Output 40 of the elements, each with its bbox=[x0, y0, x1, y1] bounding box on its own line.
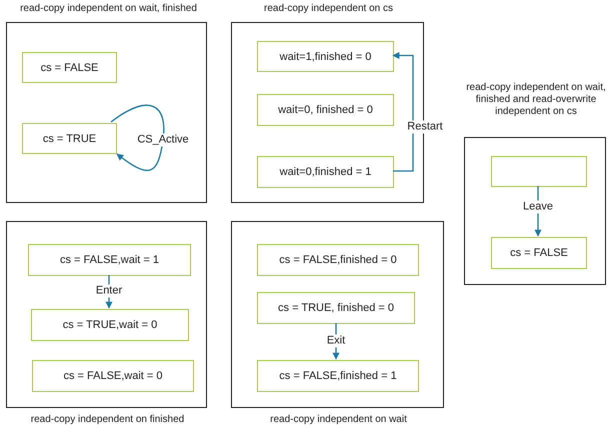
state-label: cs = TRUE, finished = 0 bbox=[278, 302, 394, 314]
state-label: wait=0, finished = 0 bbox=[278, 104, 373, 116]
state-label: cs = FALSE,wait = 1 bbox=[60, 254, 160, 266]
panel-heading: read-copy independent on wait bbox=[269, 414, 408, 426]
state-label: cs = TRUE bbox=[42, 132, 96, 144]
edge-label: Exit bbox=[326, 334, 346, 348]
arrow bbox=[110, 104, 164, 172]
state-box bbox=[257, 292, 415, 324]
state-box bbox=[22, 52, 117, 83]
edge-label: Restart bbox=[406, 120, 444, 134]
state-label: wait=0,finished = 1 bbox=[280, 166, 372, 178]
panel-heading: read-copy independent on cs bbox=[263, 3, 394, 15]
empty-state-box bbox=[491, 156, 587, 187]
state-box bbox=[31, 309, 189, 341]
arrow bbox=[106, 275, 112, 309]
state-label: cs = TRUE,wait = 0 bbox=[62, 319, 158, 331]
state-box bbox=[257, 244, 419, 276]
state-box bbox=[32, 360, 194, 392]
edge-label: CS_Active bbox=[136, 134, 190, 146]
state-box bbox=[28, 244, 191, 276]
state-label: cs = FALSE,wait = 0 bbox=[63, 370, 163, 382]
edge-label: Leave bbox=[522, 200, 554, 214]
edge-label: Enter bbox=[94, 284, 124, 298]
state-label: wait=1,finished = 0 bbox=[280, 50, 372, 62]
state-label: cs = FALSE,finished = 0 bbox=[279, 254, 397, 266]
state-box bbox=[257, 156, 394, 188]
state-box bbox=[257, 41, 394, 72]
state-label: cs = FALSE,finished = 1 bbox=[279, 370, 397, 382]
arrow bbox=[534, 186, 542, 237]
arrow bbox=[392, 52, 414, 172]
arrow bbox=[332, 323, 340, 360]
state-box bbox=[491, 237, 587, 269]
panel-heading: read-copy independent on wait, finished and read-overwrite independent on cs bbox=[465, 82, 607, 118]
panel-heading: read-copy independent on wait, finished bbox=[19, 3, 198, 15]
state-label: cs = FALSE bbox=[40, 62, 98, 74]
state-box bbox=[257, 360, 419, 392]
state-box bbox=[22, 123, 117, 154]
panel-heading: read-copy independent on finished bbox=[30, 414, 186, 426]
state-label: cs = FALSE bbox=[510, 247, 568, 259]
state-box bbox=[257, 94, 394, 126]
